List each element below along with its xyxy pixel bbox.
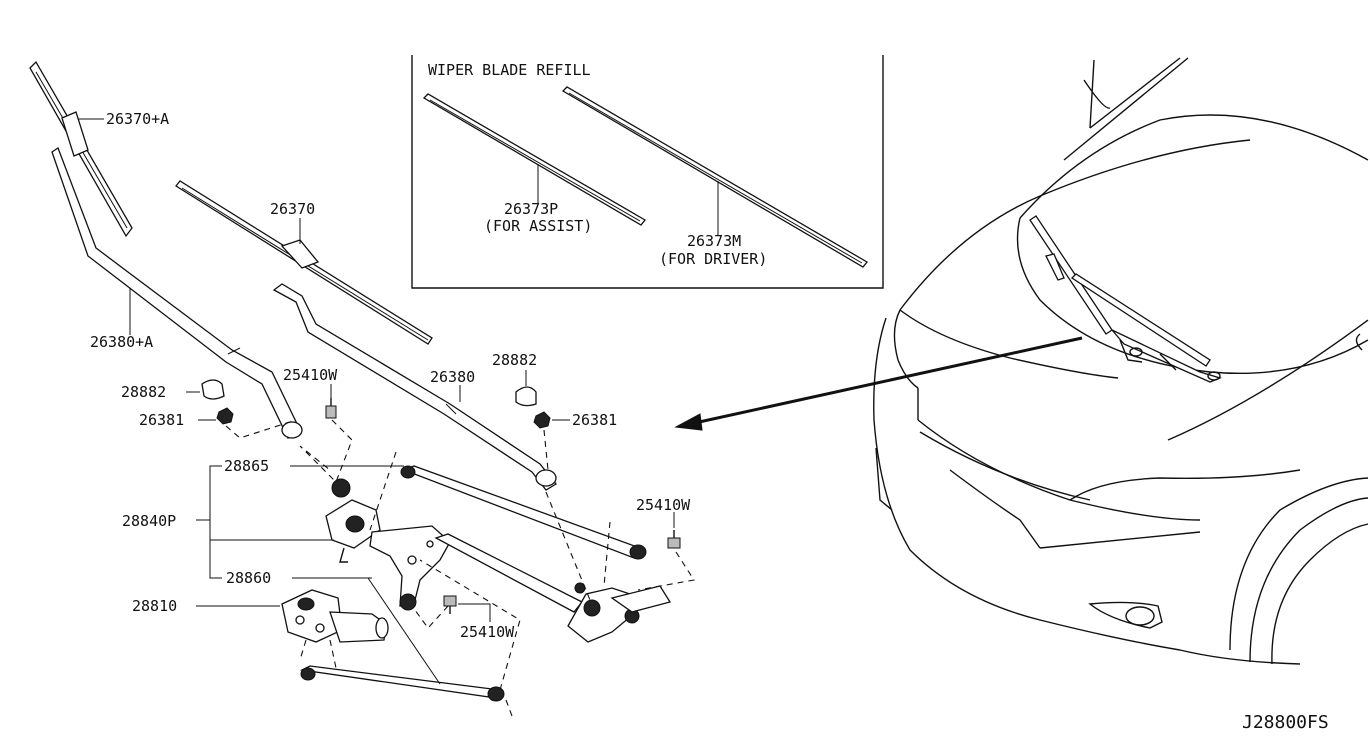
- wiper-motor: [281, 589, 389, 669]
- guide-nut-pivot: [603, 521, 611, 587]
- bracket-linkage-assembly: [209, 465, 222, 579]
- label-cap-right: 28882: [492, 351, 537, 369]
- guide-arm-assist: [369, 451, 397, 531]
- refill-assist-note: (FOR ASSIST): [484, 217, 592, 235]
- guide-bolt-bottom: [411, 605, 449, 629]
- bolt-top: [325, 398, 337, 419]
- bolt-bottom: [443, 595, 457, 614]
- label-linkage-assembly: 28840P: [122, 512, 176, 530]
- label-blade-assist: 26370+A: [106, 110, 169, 128]
- guide-bolt-top: [299, 419, 353, 483]
- vehicle-front-illustration: [873, 57, 1369, 665]
- leader-bolt-bottom: [458, 603, 491, 622]
- cap-left: [201, 379, 225, 400]
- wiper-arm-driver: [272, 283, 557, 491]
- cap-right: [515, 386, 537, 407]
- label-cap-left: 28882: [121, 383, 166, 401]
- frame-tube: [434, 533, 584, 613]
- link-rod-lower: [299, 665, 505, 702]
- refill-box-frame: [411, 55, 884, 289]
- wiper-blade-driver: [175, 180, 433, 345]
- refill-box-title: WIPER BLADE REFILL: [428, 61, 591, 79]
- guide-link-lower: [419, 559, 521, 717]
- nut-left: [216, 407, 234, 425]
- refill-strip-assist: [422, 93, 646, 226]
- label-arm-driver: 26380: [430, 368, 475, 386]
- wiper-arm-assist: [51, 147, 303, 439]
- label-bolt-top: 25410W: [283, 366, 338, 384]
- guide-nut-right: [543, 429, 549, 471]
- location-arrow: [674, 336, 1083, 431]
- label-link-upper: 28865: [224, 457, 269, 475]
- label-bolt-right: 25410W: [636, 496, 691, 514]
- wiper-blade-assist: [29, 60, 133, 238]
- label-blade-driver: 26370: [270, 200, 315, 218]
- refill-strip-driver: [561, 86, 868, 268]
- refill-driver-part: 26373M: [687, 232, 741, 250]
- guide-bolt-right: [637, 551, 695, 591]
- linkage-assembly: [325, 465, 672, 643]
- nut-right: [533, 411, 551, 429]
- bolt-right: [667, 530, 681, 549]
- refill-driver-note: (FOR DRIVER): [659, 250, 767, 268]
- label-bolt-bottom: 25410W: [460, 623, 515, 641]
- label-arm-assist: 26380+A: [90, 333, 153, 351]
- guide-nut-left: [225, 419, 297, 439]
- refill-box: WIPER BLADE REFILL 26373P (FOR ASSIST) 2…: [411, 55, 884, 289]
- diagram-id: J28800FS: [1242, 712, 1329, 733]
- label-motor: 28810: [132, 597, 177, 615]
- refill-assist-part: 26373P: [504, 200, 558, 218]
- label-nut-left: 26381: [139, 411, 184, 429]
- guide-arm-driver: [545, 491, 591, 601]
- label-link-lower: 28860: [226, 569, 271, 587]
- label-nut-right: 26381: [572, 411, 617, 429]
- leader-link-lower-tail: [367, 577, 441, 685]
